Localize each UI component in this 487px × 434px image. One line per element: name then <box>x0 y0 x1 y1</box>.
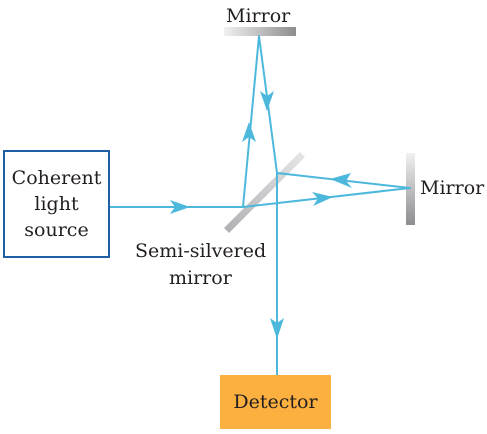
source-label-line2: light <box>34 193 79 215</box>
top-mirror-label: Mirror <box>226 5 291 27</box>
source-label-line3: source <box>24 219 89 241</box>
light-beams <box>110 35 411 375</box>
arrow-up-to-top-mirror <box>242 122 256 142</box>
arrow-source-right <box>170 200 190 214</box>
source-label-line1: Coherent <box>11 167 102 189</box>
semi-mirror-label-line1: Semi-silvered <box>135 240 267 262</box>
beam-splitter-to-right-mirror <box>242 172 411 208</box>
detector-label: Detector <box>233 391 318 413</box>
semi-silvered-mirror <box>224 152 305 233</box>
arrow-down-from-top-mirror <box>260 91 274 111</box>
arrow-toward-right-mirror <box>312 192 333 206</box>
semi-mirror-label-line2: mirror <box>169 267 232 289</box>
right-mirror <box>406 153 415 225</box>
detector-box: Detector <box>220 375 331 429</box>
arrow-return-from-right-mirror <box>330 173 352 188</box>
beam-splitter-to-top-mirror <box>242 35 278 208</box>
beam-arrows <box>170 91 352 339</box>
right-mirror-label: Mirror <box>420 177 485 199</box>
arrow-down-to-detector <box>270 318 284 339</box>
top-mirror <box>224 27 296 36</box>
light-source-box: Coherent light source <box>3 150 110 258</box>
